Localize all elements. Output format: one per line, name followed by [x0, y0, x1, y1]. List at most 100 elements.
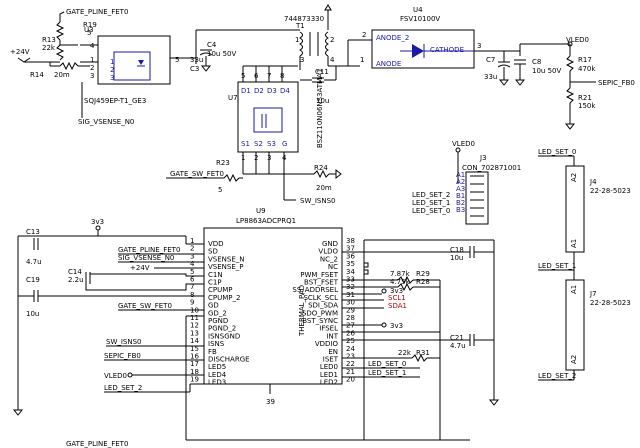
u9-net-sw-isns: SW_ISNS0 [106, 338, 142, 346]
t1-pin-2: 2 [330, 36, 334, 44]
c14-ref: C14 [68, 268, 82, 276]
j3-pin-b1: B1 [456, 192, 465, 200]
u7-ref: U7 [228, 94, 238, 102]
c3-value: 33u [190, 56, 203, 64]
j3-pin-b2: B2 [456, 199, 465, 207]
u4-cathode: CATHODE [430, 46, 464, 54]
u9-right-pin-num: 36 [346, 252, 355, 260]
j3-ref: J3 [479, 154, 487, 162]
u9-right-pin-name: VLDO [318, 248, 338, 256]
u9-left-pin-num: 12 [190, 322, 199, 330]
u9-right-pin-num: 26 [346, 329, 355, 337]
r21-value: 150k [578, 102, 596, 110]
u7-d4: D4 [280, 87, 290, 95]
u9-right-pin-num: 37 [346, 245, 355, 253]
u9-left-pin-name: C1P [208, 279, 222, 287]
u9-left-pin-num: 16 [190, 353, 199, 361]
u9-net-sda: SDA1 [388, 302, 407, 310]
j3-net-led-set-0: LED_SET_0 [412, 207, 450, 215]
u9-left-pin-name: GD [208, 302, 219, 310]
u9-right-pin-name: SCLK_SCL [303, 294, 338, 302]
c4-ref: C4 [207, 41, 217, 49]
u9-right-pin-num: 25 [346, 337, 355, 345]
u9-right-pin-num: 24 [346, 345, 355, 353]
u9-right-pin-num: 30 [346, 299, 355, 307]
j3-body [465, 171, 489, 225]
u9-left-pin-name: ISNSGND [208, 332, 240, 340]
u7-body [237, 81, 299, 153]
u9-right-pin-name: BST_SYNC [302, 317, 338, 325]
u9-left-pin-name: VDD [208, 240, 224, 248]
u9-left-pin-name: LED4 [208, 371, 227, 379]
net-led-set-1: LED_SET_1 [538, 262, 576, 270]
u9-pad-num: 39 [266, 398, 275, 406]
u7-s1: S1 [241, 140, 250, 148]
r23-r24-section: R23 5 GATE_SW_FET0 R24 20m SW_ISNS0 [166, 159, 342, 205]
u3-value: SQJ459EP-T1_GE3 [84, 97, 146, 105]
u3-body [97, 35, 171, 85]
c11-value: 10u [316, 97, 329, 105]
u9-net-gate-pline: GATE_PLINE_FET0 [118, 246, 180, 254]
u9-right-pin-name: LED0 [320, 363, 338, 371]
u3-section: GATE_PLINE_FET0 R19 5 R13 22k +24V R14 2… [10, 8, 196, 126]
u9-right-pin-name: IFSEL [319, 325, 338, 333]
c19-ref: C19 [26, 276, 40, 284]
c7-value: 33u [484, 73, 497, 81]
u9-right-pin-num: 20 [346, 376, 355, 384]
u9-ref: U9 [256, 207, 266, 215]
u3-fet-symbol [113, 51, 151, 81]
u9-net-sig-vsense: SIG_VSENSE_N0 [118, 254, 174, 262]
u7-fet-symbol [253, 107, 283, 133]
u7-s3: S3 [267, 140, 276, 148]
u7-d1: D1 [241, 87, 251, 95]
u9-right-pin-num: 23 [346, 353, 355, 361]
j4-pin-a2: A2 [570, 173, 578, 182]
u3-int-1: 1 [110, 58, 114, 66]
u9-right-pin-name: INT [326, 332, 338, 340]
r31-value: 22k [398, 349, 412, 357]
r13-ref: R13 [42, 36, 56, 44]
u9-right-pin-num: 28 [346, 314, 355, 322]
u9-left-pin-num: 9 [190, 299, 194, 307]
r17-value: 470k [578, 65, 596, 73]
u3-pin-5: 5 [175, 56, 179, 64]
r14-ref: R14 [30, 71, 44, 79]
u9-right-pin-name: VDDIO [315, 340, 339, 348]
u9-net-3v3-b: 3v3 [390, 322, 403, 330]
u4-value: FSV10100V [400, 15, 440, 23]
u9-net-3v3-a: 3v3 [390, 287, 403, 295]
net-gate-pline-top: GATE_PLINE_FET0 [66, 8, 128, 16]
u9-right-pin-num: 31 [346, 291, 355, 299]
j3-value: CON_702871001 [462, 164, 521, 172]
u9-left-pin-name: PGND [208, 317, 228, 325]
u9-left-pin-name: ISNS [208, 340, 225, 348]
u9-left-pin-name: DISCHARGE [208, 356, 250, 364]
u9-right-pin-name: NC [328, 263, 338, 271]
u7-section: U7 5 6 7 8 D1 D2 D3 D4 S1 S2 S3 G 1 2 3 … [228, 65, 324, 200]
r24-value: 20m [316, 184, 332, 192]
j3-net-led-set-1: LED_SET_1 [412, 199, 450, 207]
u9-left-pin-num: 3 [190, 252, 194, 260]
u3-pin-2: 2 [90, 64, 94, 72]
net-sepic-fb: SEPIC_FB0 [598, 79, 635, 87]
u9-left-pin-name: C1N [208, 271, 223, 279]
net-bottom-cut: GATE_PLINE_FET0 [66, 440, 128, 448]
c8-ref: C8 [532, 58, 541, 66]
c21-ref: C21 [450, 334, 464, 342]
u9-right-pin-num: 29 [346, 306, 355, 314]
u4-anode2: ANODE_2 [376, 34, 409, 42]
u9-right-pin-num: 21 [346, 368, 355, 376]
c7-ref: C7 [486, 56, 495, 64]
u9-left-pin-num: 4 [190, 260, 195, 268]
u4-pin-2: 2 [362, 31, 366, 39]
u7-d3: D3 [267, 87, 277, 95]
u9-left-pin-num: 8 [190, 291, 194, 299]
u9-left-pin-num: 13 [190, 329, 199, 337]
u9-left-pin-name: GD_2 [208, 309, 227, 317]
u9-net-led-set-0: LED_SET_0 [368, 360, 406, 368]
j7-ref: J7 [589, 290, 597, 298]
r17-ref: R17 [578, 56, 592, 64]
u9-right-pin-name: EN [328, 348, 338, 356]
u9-net-vin: +24V [130, 264, 150, 272]
